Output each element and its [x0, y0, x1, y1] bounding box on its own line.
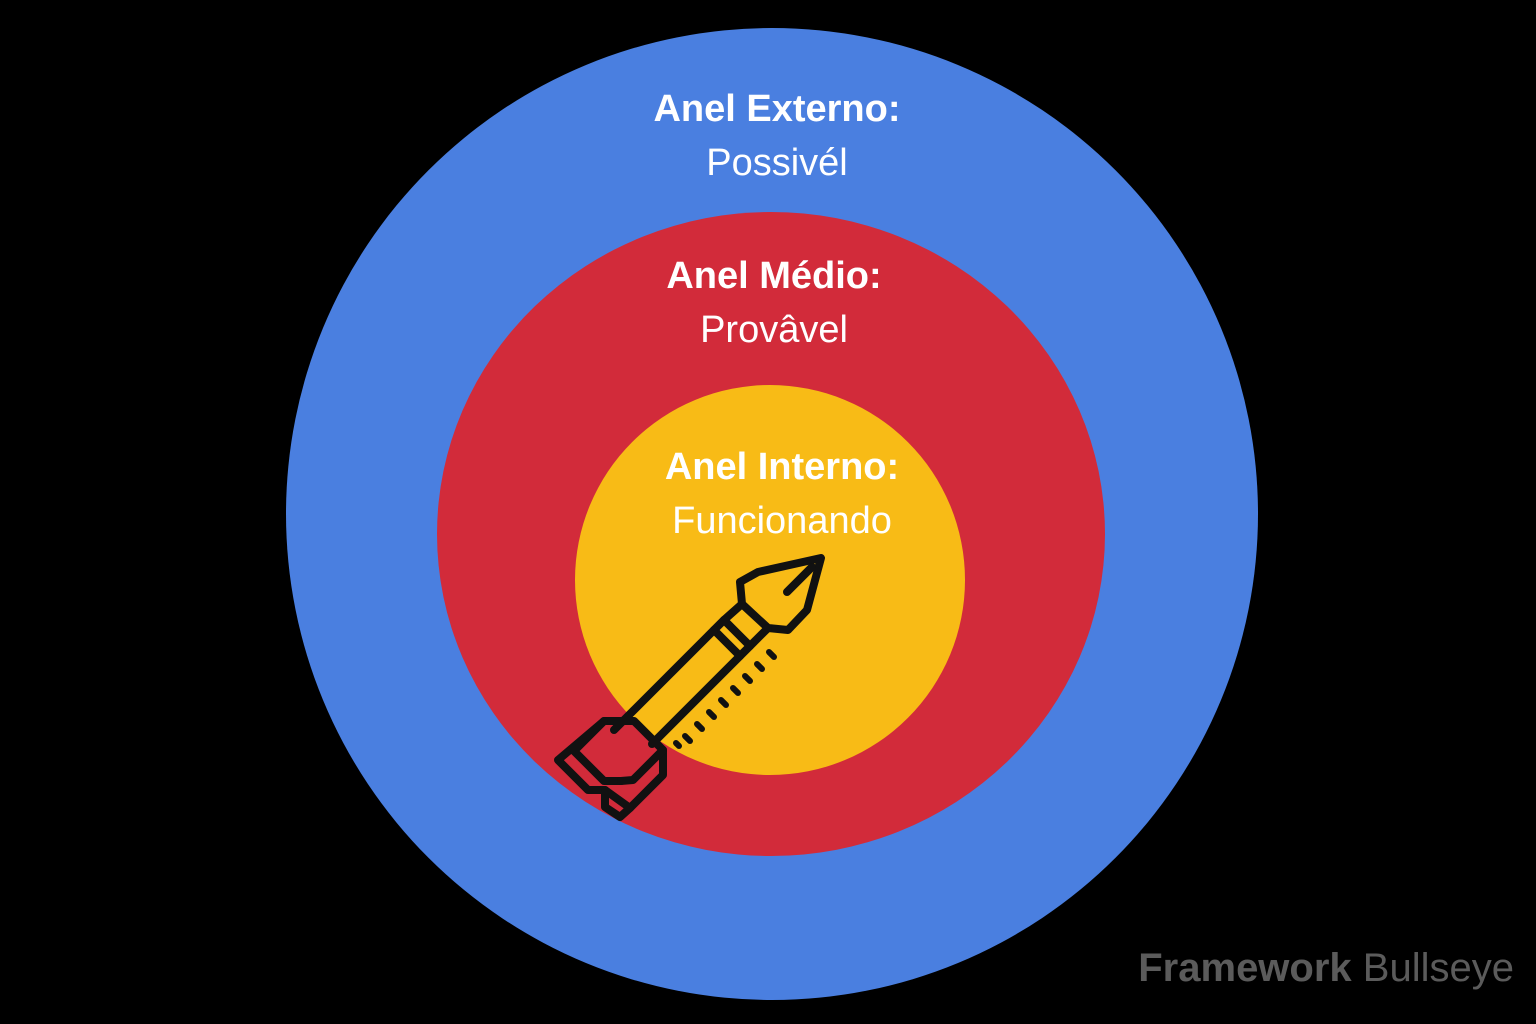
brand-watermark: Framework Bullseye — [1138, 946, 1514, 991]
middle-ring-label: Anel Médio: Provâvel — [474, 251, 1074, 359]
outer-ring-subtitle: Possivél — [706, 142, 848, 184]
inner-ring-label: Anel Interno: Funcionando — [482, 442, 1082, 550]
brand-regular-text: Bullseye — [1362, 946, 1514, 990]
outer-ring-title: Anel Externo: — [653, 88, 901, 130]
outer-ring-label: Anel Externo: Possivél — [477, 84, 1077, 192]
brand-bold-text: Framework — [1138, 946, 1352, 990]
middle-ring-subtitle: Provâvel — [700, 309, 848, 351]
inner-ring-subtitle: Funcionando — [672, 500, 892, 542]
middle-ring-title: Anel Médio: — [666, 255, 882, 297]
inner-ring-title: Anel Interno: — [664, 446, 900, 488]
